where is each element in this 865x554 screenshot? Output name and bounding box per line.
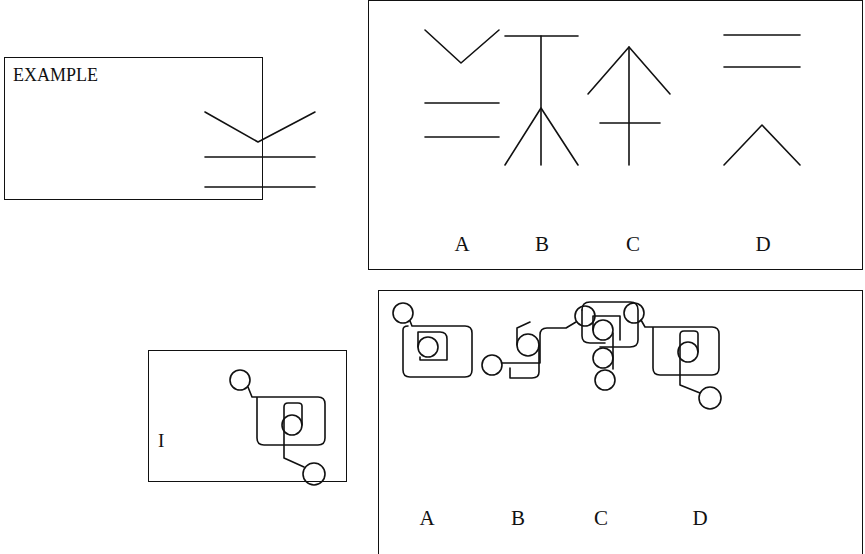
option-letter: D (755, 234, 770, 255)
options-box: A B C D (368, 0, 863, 270)
knot-figure (393, 303, 472, 377)
options-box: A B C D (378, 290, 863, 554)
example-figure (205, 112, 315, 187)
knot-figure (482, 306, 595, 378)
option-letter: C (594, 508, 608, 529)
option-letter: A (454, 234, 469, 255)
option-figure (724, 35, 800, 165)
option-letter: C (626, 234, 640, 255)
question-box: I (148, 350, 347, 482)
item-label: I (158, 431, 164, 450)
option-letter: B (511, 508, 525, 529)
option-figure (505, 36, 578, 165)
option-figure (425, 30, 499, 137)
knot-figure (624, 303, 721, 409)
option-letter: D (692, 508, 707, 529)
knot-figure (230, 370, 325, 485)
question-box: EXAMPLE (4, 57, 263, 200)
knot-figure (582, 302, 638, 390)
option-letter: A (419, 508, 434, 529)
option-figure (588, 47, 670, 165)
option-letter: B (535, 234, 549, 255)
item-label: EXAMPLE (13, 66, 98, 84)
